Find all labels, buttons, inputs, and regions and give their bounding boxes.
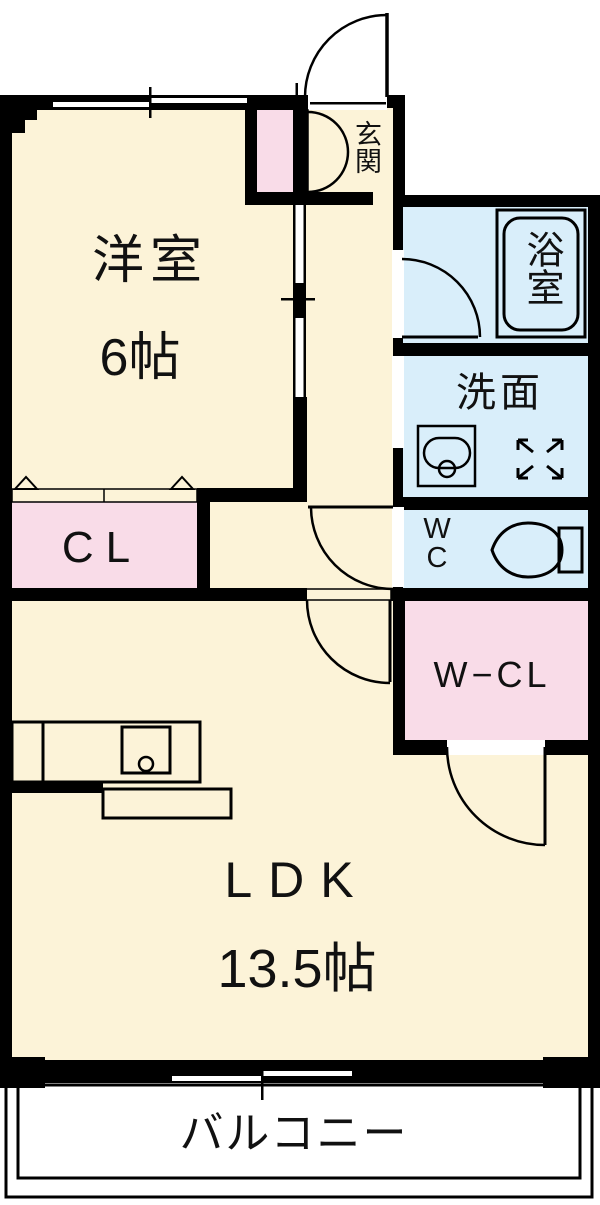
tick-partition bbox=[281, 298, 315, 301]
wall-hall-stub bbox=[197, 488, 307, 502]
closet-floor bbox=[12, 502, 197, 588]
wall-bottom-corner-left bbox=[10, 1057, 45, 1088]
washbasin-bowl bbox=[422, 436, 472, 470]
closet-label: CL bbox=[62, 523, 142, 572]
washbasin-icon bbox=[416, 424, 477, 488]
wcl-door-opening bbox=[447, 740, 545, 755]
front-door-sill bbox=[310, 102, 386, 105]
tick-top-window bbox=[149, 87, 152, 118]
kitchen-faucet-icon bbox=[137, 755, 155, 773]
western-room-label: 洋室 bbox=[92, 232, 208, 290]
wall-wash-wc bbox=[403, 497, 588, 510]
washbasin-faucet bbox=[437, 459, 457, 479]
walls bbox=[0, 95, 600, 1088]
room-fills bbox=[12, 110, 588, 740]
bathtub-outer bbox=[495, 208, 587, 339]
bottom-window-pane-left bbox=[172, 1076, 262, 1081]
bathtub-icon bbox=[495, 208, 587, 339]
top-window-pane-right bbox=[150, 98, 247, 103]
wall-wcl-left bbox=[393, 601, 405, 755]
wall-cabinet-left bbox=[245, 107, 257, 197]
walk-in-closet-label: W−CL bbox=[433, 654, 550, 695]
toilet-door-opening bbox=[392, 507, 404, 587]
balcony-label: バルコニー bbox=[179, 1109, 408, 1158]
bottom-window-pane-right bbox=[262, 1071, 352, 1076]
wall-left-outer bbox=[0, 95, 37, 1088]
walk-in-closet-floor bbox=[405, 601, 588, 740]
bathroom-door-opening bbox=[392, 250, 404, 338]
toilet-label-c: C bbox=[427, 542, 448, 574]
washer-arrow-se bbox=[546, 464, 564, 480]
kitchen-island bbox=[101, 787, 233, 820]
wall-bottom-corner-right bbox=[543, 1057, 590, 1088]
openings bbox=[11, 83, 545, 1100]
closet-fold-mark-left bbox=[12, 475, 40, 490]
toilet-bowl bbox=[490, 521, 564, 579]
washroom-opening bbox=[392, 356, 404, 448]
toilet-door-arc bbox=[309, 506, 394, 591]
ldk-label: LDK bbox=[224, 852, 369, 908]
labels: 洋室 6帖 玄関 浴室 洗面 W C W−CL CL LDK 13.5帖 バルコ… bbox=[62, 120, 563, 1158]
closet-fold-mark-right bbox=[168, 475, 196, 490]
wall-entrance-right bbox=[393, 95, 405, 205]
washer-arrow-ne bbox=[546, 438, 564, 454]
toilet-icon bbox=[490, 521, 584, 579]
wcl-door-arc bbox=[445, 746, 546, 847]
toilet-tank bbox=[557, 526, 584, 574]
front-door-opening bbox=[308, 93, 387, 110]
toilet-floor bbox=[403, 510, 588, 588]
washer-arrow-nw bbox=[516, 438, 534, 454]
wall-bath-wash bbox=[403, 343, 588, 356]
top-window-pane-left bbox=[53, 102, 150, 107]
wall-bathroom-top bbox=[393, 195, 600, 207]
washer-arrow-sw bbox=[516, 464, 534, 480]
wall-entrance-bottom bbox=[245, 192, 373, 205]
cabinet-door-panel bbox=[295, 109, 309, 193]
cabinet-door-arc bbox=[307, 110, 350, 194]
balcony-rail-inner bbox=[16, 1083, 582, 1180]
kitchen-sink-icon bbox=[120, 725, 172, 775]
washer-space-icon bbox=[516, 438, 564, 480]
wall-right-outer bbox=[588, 195, 600, 1088]
washroom-label: 洗面 bbox=[456, 371, 544, 415]
hall-ldk-door-opening bbox=[304, 588, 392, 601]
bathtub-inner bbox=[502, 216, 580, 332]
washbasin-outer bbox=[416, 424, 477, 488]
bathroom-label: 浴室 bbox=[520, 230, 563, 306]
wall-closet-bottom bbox=[0, 588, 307, 601]
tick-bottom-window bbox=[261, 1062, 264, 1100]
wall-wc-wcl bbox=[391, 588, 588, 601]
toilet-label-w: W bbox=[423, 513, 451, 545]
entrance-cabinet bbox=[257, 110, 296, 192]
bathroom-door-arc bbox=[401, 257, 482, 338]
front-door-arc bbox=[303, 13, 388, 98]
sliding-partition bbox=[293, 205, 307, 492]
western-room-size: 6帖 bbox=[100, 329, 181, 387]
entrance-label: 玄関 bbox=[351, 120, 381, 174]
doors bbox=[303, 13, 547, 847]
wall-closet-right bbox=[197, 488, 210, 601]
ldk-size: 13.5帖 bbox=[217, 939, 376, 999]
wall-hall-left-solid bbox=[293, 397, 307, 492]
tick-entrance bbox=[295, 83, 298, 97]
wall-kitchen-stub bbox=[10, 782, 103, 793]
hall-ldk-door-arc bbox=[305, 599, 391, 685]
balcony bbox=[4, 1083, 594, 1199]
